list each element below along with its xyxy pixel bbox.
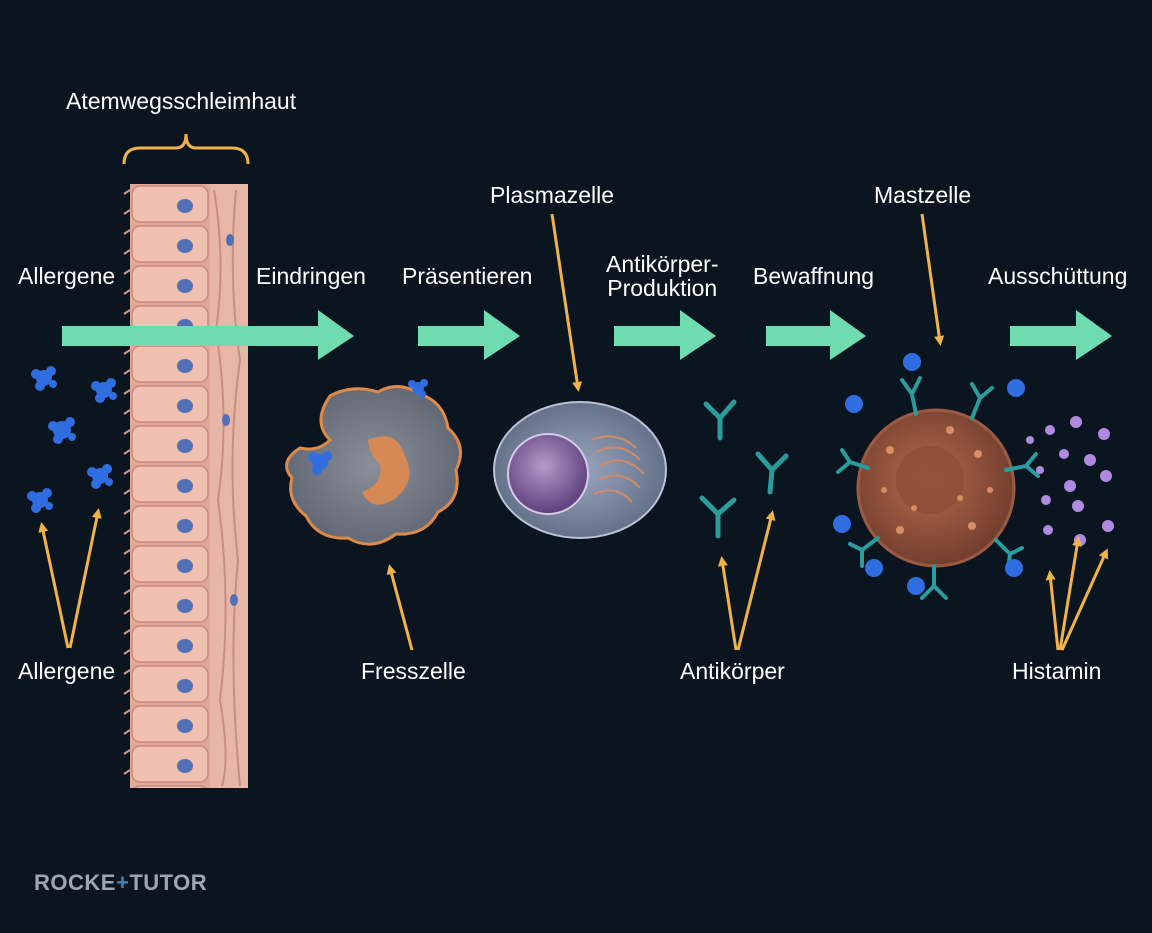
allergen-3 [48, 417, 76, 444]
callout-allergene-2 [68, 508, 102, 649]
callout-mastzelle [920, 213, 945, 346]
allergen-5 [27, 488, 53, 513]
allergen-particles [27, 366, 117, 513]
mucosa-label: Atemwegsschleimhaut [66, 88, 297, 114]
allergen-2 [91, 378, 117, 403]
callout-fresszelle [386, 564, 414, 651]
mucosa-tissue [123, 184, 248, 788]
antibody-3 [699, 495, 737, 539]
step-label-ausschuettung: Ausschüttung [988, 263, 1128, 289]
flow-arrow-3 [614, 310, 716, 360]
step-label-allergene: Allergene [18, 263, 116, 289]
step-label-antikoerper-line2: Produktion [607, 275, 718, 301]
callout-plasmazelle [550, 213, 583, 392]
callout-allergene-1 [38, 522, 70, 649]
antibodies [699, 399, 789, 539]
label-fresszelle: Fresszelle [361, 658, 466, 684]
allergen-1 [31, 366, 57, 391]
step-label-antikoerper-produktion: Antikörper- Produktion [606, 252, 718, 300]
callout-histamin-1 [1045, 570, 1060, 651]
label-plasmazelle: Plasmazelle [490, 182, 614, 208]
label-mastzelle: Mastzelle [874, 182, 972, 208]
mucosa-brace [122, 133, 250, 165]
callout-arrows [38, 213, 1109, 651]
callout-antikoerper-1 [717, 556, 738, 651]
callout-histamin-3 [1060, 548, 1109, 651]
logo-plus-icon: + [115, 870, 130, 895]
mastzelle-cell [833, 353, 1040, 600]
plasmazelle-cell [493, 401, 667, 539]
step-label-praesentieren: Präsentieren [402, 263, 533, 289]
antibody-2 [755, 451, 789, 495]
step-label-eindringen: Eindringen [256, 263, 366, 289]
allergen-4 [87, 464, 113, 489]
logo-text-part2: TUTOR [129, 870, 208, 895]
callout-antikoerper-2 [736, 510, 776, 651]
label-allergene-bottom: Allergene [18, 658, 116, 684]
flow-arrow-4 [766, 310, 866, 360]
histamine-granules [1026, 416, 1114, 546]
flow-arrow-2 [418, 310, 520, 360]
antibody-1 [703, 399, 737, 441]
rocketutor-logo: ROCKE+TUTOR [34, 870, 207, 896]
step-label-antikoerper-line1: Antikörper- [606, 251, 719, 277]
label-antikoerper: Antikörper [680, 658, 785, 684]
label-histamin: Histamin [1012, 658, 1102, 684]
fresszelle-cell [285, 379, 462, 546]
flow-arrow-5 [1010, 310, 1112, 360]
step-label-bewaffnung: Bewaffnung [753, 263, 875, 289]
flow-arrow-1 [62, 310, 354, 360]
callout-histamin-2 [1058, 536, 1082, 651]
logo-text-part1: ROCKE [34, 870, 116, 895]
flow-arrows [62, 310, 1112, 360]
